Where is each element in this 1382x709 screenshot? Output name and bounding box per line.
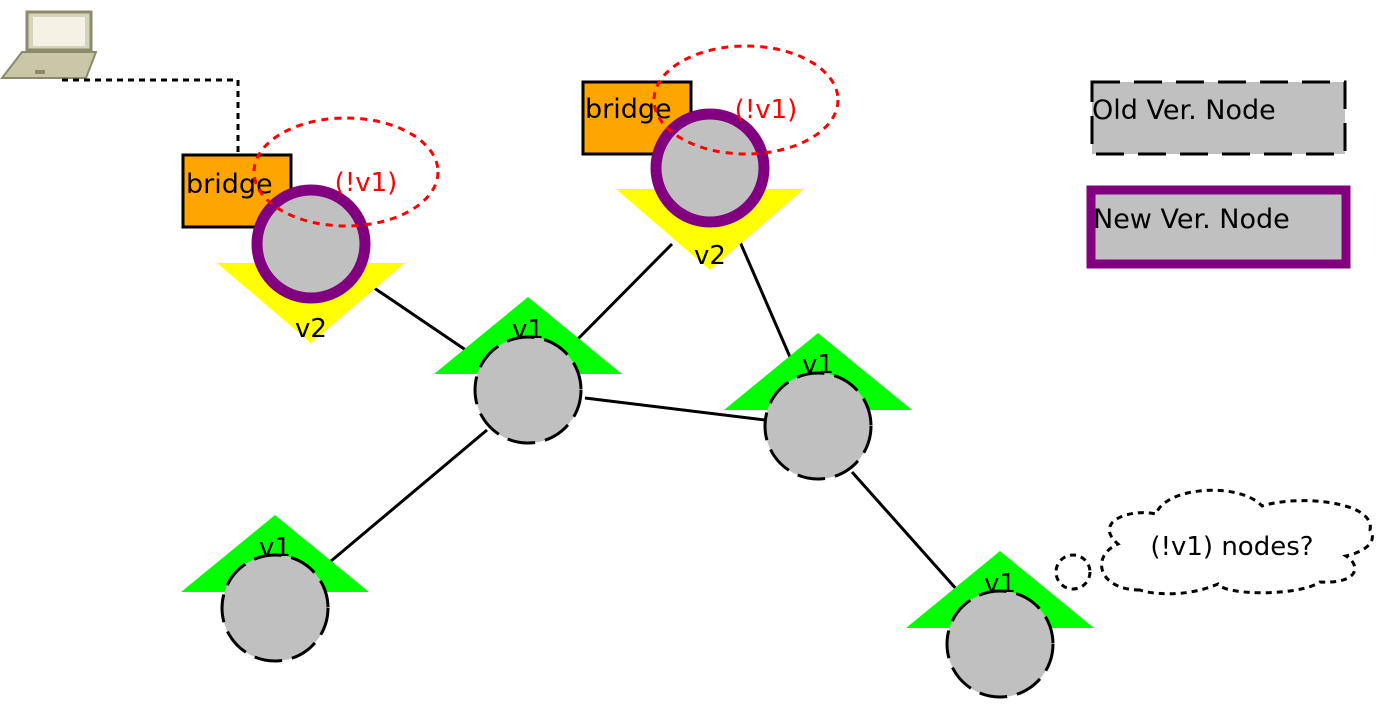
version-label: v1	[512, 315, 544, 345]
old-node-circle	[473, 335, 583, 445]
node-n6: v1	[906, 551, 1094, 699]
link-n4-n6	[850, 471, 968, 601]
node-n1: v2	[217, 184, 405, 344]
thought-text: (!v1) nodes?	[1150, 532, 1313, 562]
node-n4: v1	[724, 333, 912, 481]
bridge-label: bridge	[186, 169, 273, 200]
link-n2-n4	[732, 227, 802, 381]
version-label: v2	[694, 241, 726, 271]
v2-triangle	[616, 189, 804, 270]
link-n1-n3	[357, 275, 477, 359]
new-node-circle	[251, 184, 371, 304]
bridge-label: bridge	[585, 94, 672, 125]
version-label: v2	[295, 314, 327, 344]
node-n5: v1	[181, 515, 369, 663]
node-n2: v2	[616, 108, 804, 271]
link-n3-n5	[317, 428, 488, 574]
version-label: v1	[259, 533, 291, 563]
link-n2-n3	[565, 242, 674, 352]
old-node-circle	[763, 371, 873, 481]
node-n3: v1	[434, 297, 622, 445]
legend-old-node: Old Ver. Node	[1090, 80, 1347, 156]
legend-new-label: New Ver. Node	[1093, 204, 1290, 235]
annotation-a2: (!v1)	[652, 44, 840, 156]
annotation-a1: (!v1)	[252, 116, 440, 228]
link-n3-n4	[584, 396, 766, 422]
thought-cloud-icon	[1054, 488, 1374, 596]
new-node-circle	[650, 108, 770, 228]
legend-old-label: Old Ver. Node	[1092, 95, 1276, 126]
links	[317, 227, 968, 601]
laptop-icon	[0, 10, 98, 79]
laptop-cable	[62, 78, 240, 155]
version-label: v1	[802, 350, 834, 380]
old-node-circle	[945, 589, 1055, 699]
old-node-circle	[220, 553, 330, 663]
not-v1-label: (!v1)	[335, 168, 398, 198]
version-label: v1	[984, 569, 1016, 599]
not-v1-label: (!v1)	[735, 95, 798, 125]
legend-new-node: New Ver. Node	[1086, 185, 1351, 269]
